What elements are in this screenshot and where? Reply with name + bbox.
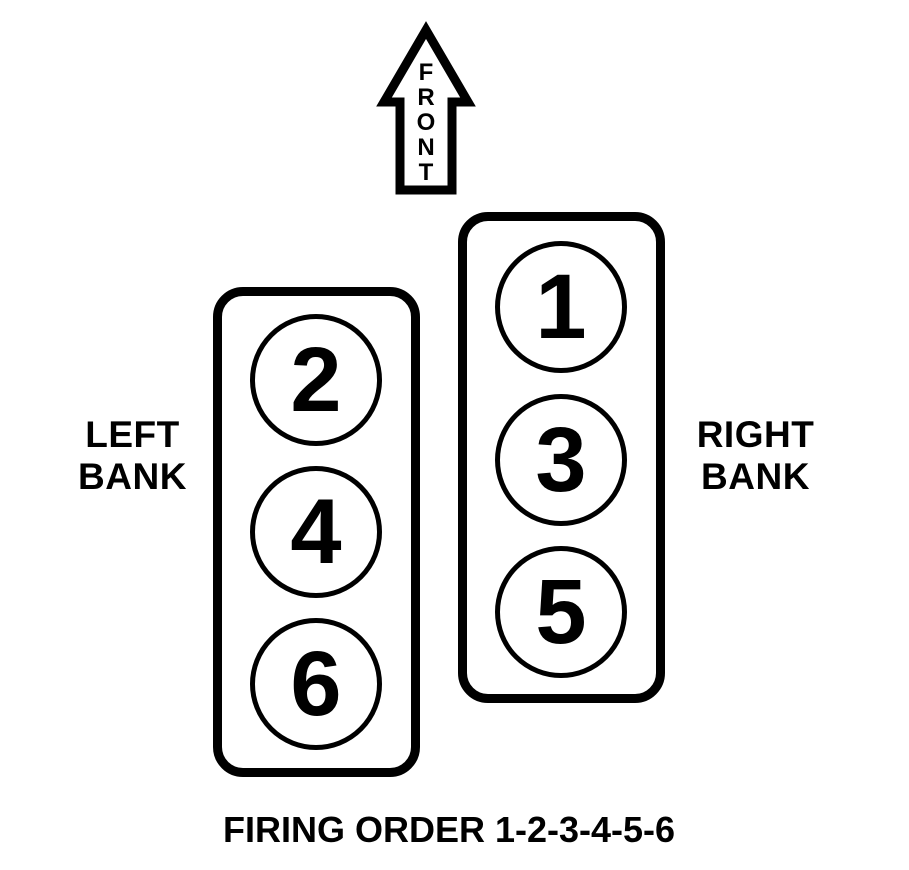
front-arrow-icon [376, 21, 476, 195]
right-bank: 1 3 5 [458, 212, 665, 703]
cylinder-number: 4 [290, 481, 342, 583]
cylinder-circle-3: 3 [495, 394, 627, 526]
left-bank-label: LEFT BANK [78, 414, 187, 497]
cylinder-number: 1 [535, 256, 587, 358]
front-label: FRONT [416, 59, 436, 186]
cylinder-circle-1: 1 [495, 241, 627, 373]
cylinder-number: 6 [290, 633, 342, 735]
cylinder-circle-2: 2 [250, 314, 382, 446]
cylinder-number: 5 [535, 561, 587, 663]
cylinder-number: 3 [535, 409, 587, 511]
cylinder-circle-4: 4 [250, 466, 382, 598]
cylinder-circle-5: 5 [495, 546, 627, 678]
cylinder-circle-6: 6 [250, 618, 382, 750]
right-bank-label: RIGHT BANK [696, 414, 815, 497]
cylinder-number: 2 [290, 329, 342, 431]
left-bank: 2 4 6 [213, 287, 420, 777]
firing-order-label: FIRING ORDER 1-2-3-4-5-6 [222, 809, 676, 850]
